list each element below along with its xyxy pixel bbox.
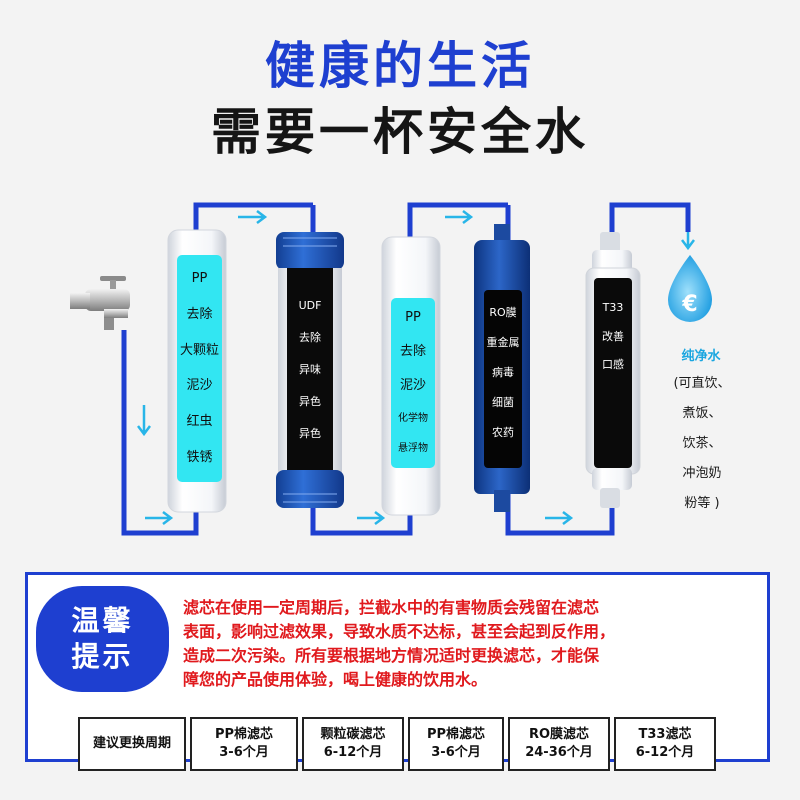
- schedule-cell: T33滤芯 6-12个月: [614, 717, 716, 771]
- pp-filter-label-panel: [391, 298, 435, 468]
- udf-filter-cartridge: [276, 232, 344, 508]
- filter-5-line: 口感: [602, 358, 624, 372]
- filter-1-line: 铁锈: [186, 449, 213, 465]
- tip-line: 障您的产品使用体验，喝上健康的饮用水。: [183, 670, 488, 689]
- tip-text: 滤芯在使用一定周期后，拦截水中的有害物质会残留在滤芯 表面，影响过滤效果，导致水…: [183, 596, 743, 692]
- filter-3-line: 去除: [399, 344, 426, 360]
- schedule-period: 6-12个月: [635, 745, 695, 760]
- flow-arrows: [137, 210, 695, 525]
- schedule-cell: 颗粒碳滤芯 6-12个月: [302, 717, 404, 771]
- use-line: 饮茶、: [682, 436, 722, 451]
- filter-5-label: T33 改善 口感: [594, 294, 632, 380]
- pp-filter-cartridge: [167, 229, 227, 513]
- use-line: 冲泡奶: [682, 466, 722, 481]
- schedule-cell: PP棉滤芯 3-6个月: [190, 717, 298, 771]
- pure-water-label: 纯净水: [681, 349, 721, 364]
- flow-arrow-right: [238, 210, 268, 224]
- pp-filter-cartridge: [381, 236, 441, 516]
- headline-primary: 健康的生活: [265, 37, 535, 95]
- filter-4-label: RO膜 重金属 病毒 细菌 农药: [484, 298, 522, 448]
- tip-line: 表面，影响过滤效果，导致水质不达标，甚至会起到反作用，: [183, 622, 616, 641]
- filter-2-label: UDF 去除 异味 异色 异色: [287, 290, 333, 450]
- flow-arrow-right: [445, 210, 474, 224]
- schedule-header-cell: 建议更换周期: [78, 717, 186, 771]
- tip-badge-line: 温馨: [71, 603, 134, 637]
- water-drop-icon: €: [668, 255, 712, 322]
- filter-1-label: PP 去除 大颗粒 泥沙 红虫 铁锈: [177, 262, 222, 476]
- use-line: 煮饭、: [682, 406, 722, 421]
- filter-3-line: 泥沙: [399, 377, 426, 393]
- filter-4-line: 农药: [492, 425, 514, 439]
- filter-2-line: UDF: [298, 298, 322, 312]
- filter-4-line: 重金属: [486, 335, 520, 349]
- filter-1-line: 泥沙: [186, 378, 213, 394]
- filter-5-line: T33: [602, 301, 624, 314]
- schedule-filter-name: PP棉滤芯: [426, 726, 486, 742]
- drop-currency-symbol: €: [681, 292, 697, 317]
- flow-arrow-down: [137, 405, 151, 437]
- filter-1-line: 去除: [186, 307, 213, 323]
- schedule-cell: RO膜滤芯 24-36个月: [508, 717, 610, 771]
- filter-4-line: 病毒: [492, 365, 514, 379]
- t33-filter-cartridge: [585, 232, 641, 508]
- filter-2-line: 异色: [299, 394, 321, 408]
- schedule-header: 建议更换周期: [92, 735, 171, 751]
- tip-line: 滤芯在使用一定周期后，拦截水中的有害物质会残留在滤芯: [183, 598, 600, 617]
- schedule-filter-name: T33滤芯: [638, 726, 692, 742]
- flow-arrow-right: [545, 511, 574, 525]
- tip-badge: 温馨 提示: [36, 586, 169, 692]
- tip-line: 造成二次污染。所有要根据地方情况适时更换滤芯，才能保: [183, 646, 600, 665]
- schedule-period: 24-36个月: [525, 745, 593, 760]
- faucet-icon: [70, 276, 130, 330]
- filter-2-line: 异味: [299, 362, 321, 376]
- filter-3-line: PP: [405, 310, 421, 326]
- flow-arrow-down: [681, 232, 695, 251]
- tip-badge-line: 提示: [71, 640, 134, 673]
- filter-4-line: RO膜: [489, 305, 517, 319]
- schedule-period: 6-12个月: [323, 745, 383, 760]
- filter-3-line: 悬浮物: [398, 443, 428, 455]
- filter-5-line: 改善: [602, 329, 624, 343]
- filter-3-label: PP 去除 泥沙 化学物 悬浮物: [389, 302, 437, 464]
- use-line: (可直饮、: [673, 376, 731, 391]
- schedule-period: 3-6个月: [219, 745, 269, 760]
- flow-arrow-right: [357, 511, 386, 525]
- schedule-filter-name: 颗粒碳滤芯: [320, 726, 386, 742]
- filter-4-line: 细菌: [492, 395, 514, 409]
- filter-2-line: 去除: [299, 330, 321, 344]
- filter-2-line: 异色: [299, 426, 321, 440]
- headline-secondary: 需要一杯安全水: [211, 103, 589, 161]
- schedule-period: 3-6个月: [431, 745, 481, 760]
- filter-1-line: 红虫: [186, 413, 213, 429]
- use-line: 粉等 ): [684, 496, 720, 511]
- pp-filter-label-panel: [177, 255, 222, 482]
- filter-1-line: PP: [191, 271, 208, 287]
- flow-arrow-right: [145, 511, 174, 525]
- schedule-filter-name: PP棉滤芯: [214, 726, 274, 742]
- filter-1-line: 大颗粒: [179, 342, 219, 358]
- schedule-cell: PP棉滤芯 3-6个月: [408, 717, 504, 771]
- ro-membrane-cartridge: [474, 224, 530, 512]
- schedule-filter-name: RO膜滤芯: [528, 726, 590, 742]
- pure-water-uses: (可直饮、 煮饭、 饮茶、 冲泡奶 粉等 ): [660, 374, 744, 524]
- filter-3-line: 化学物: [398, 412, 428, 424]
